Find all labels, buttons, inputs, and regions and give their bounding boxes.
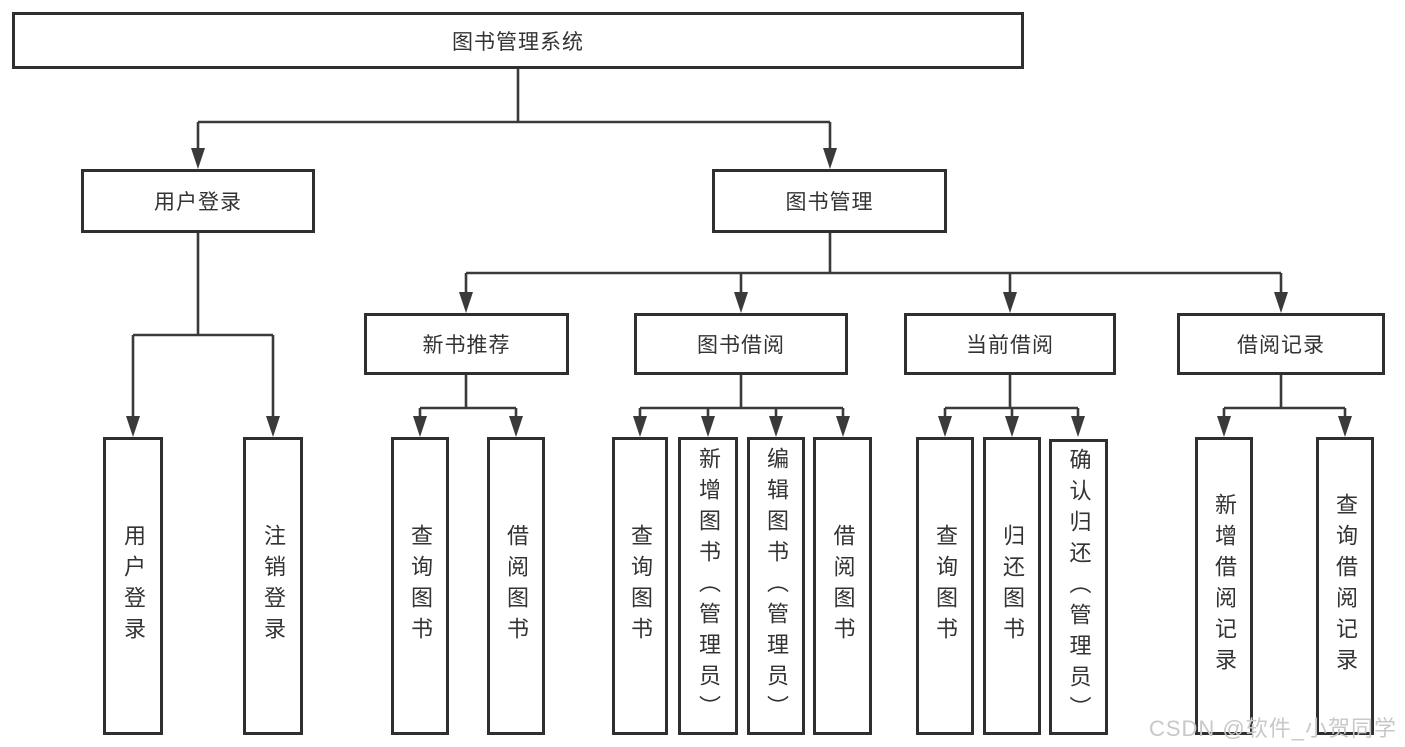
node-borrow-records: 借阅记录: [1177, 313, 1385, 375]
leaf-query-books: 查询图书: [916, 437, 974, 735]
arrowheads: [126, 148, 1352, 437]
leaf-edit-books-admin: 编辑图书（管理员）: [747, 437, 805, 735]
node-library-management-system: 图书管理系统: [12, 12, 1024, 69]
arrowhead-icon: [509, 416, 523, 437]
node-user-login: 用户登录: [81, 169, 315, 233]
csdn-watermark: CSDN @软件_小贺同学: [1148, 716, 1397, 741]
connector-book-borrow: [638, 375, 845, 417]
leaf-query-books: 查询图书: [391, 437, 449, 735]
node-new-book-recommend: 新书推荐: [364, 313, 569, 375]
arrowhead-icon: [266, 416, 280, 437]
arrowhead-icon: [1274, 292, 1288, 313]
arrowhead-icon: [769, 416, 783, 437]
connector-new-book: [418, 375, 518, 417]
leaf-return-books: 归还图书: [983, 437, 1041, 735]
node-current-borrow: 当前借阅: [904, 313, 1116, 375]
node-book-management: 图书管理: [712, 169, 947, 233]
arrowhead-icon: [633, 416, 647, 437]
arrowhead-icon: [459, 292, 473, 313]
connector-user-login: [131, 233, 275, 417]
arrowhead-icon: [413, 416, 427, 437]
connector-root: [196, 68, 832, 150]
arrowhead-icon: [1217, 416, 1231, 437]
leaf-logout-login: 注销登录: [243, 437, 303, 735]
leaf-borrow-books: 借阅图书: [487, 437, 545, 735]
arrowhead-icon: [191, 148, 205, 169]
arrowhead-icon: [1005, 416, 1019, 437]
leaf-add-borrow-record: 新增借阅记录: [1195, 437, 1253, 735]
arrowhead-icon: [823, 148, 837, 169]
arrowhead-icon: [938, 416, 952, 437]
arrowhead-icon: [126, 416, 140, 437]
leaf-borrow-books: 借阅图书: [813, 437, 872, 735]
arrowhead-icon: [1003, 292, 1017, 313]
leaf-add-books-admin: 新增图书（管理员）: [678, 437, 738, 735]
node-book-borrow: 图书借阅: [634, 313, 848, 375]
arrowhead-icon: [734, 292, 748, 313]
arrowhead-icon: [701, 416, 715, 437]
leaf-user-login: 用户登录: [103, 437, 163, 735]
leaf-confirm-return-admin: 确认归还（管理员）: [1049, 439, 1108, 735]
leaf-query-books: 查询图书: [612, 437, 668, 735]
connector-borrow-record: [1222, 375, 1347, 417]
leaf-query-borrow-record: 查询借阅记录: [1316, 437, 1374, 735]
arrowhead-icon: [836, 416, 850, 437]
arrowhead-icon: [1338, 416, 1352, 437]
arrowhead-icon: [1071, 416, 1085, 437]
connector-book-management: [464, 233, 1283, 294]
connector-current-borrow: [943, 375, 1080, 417]
